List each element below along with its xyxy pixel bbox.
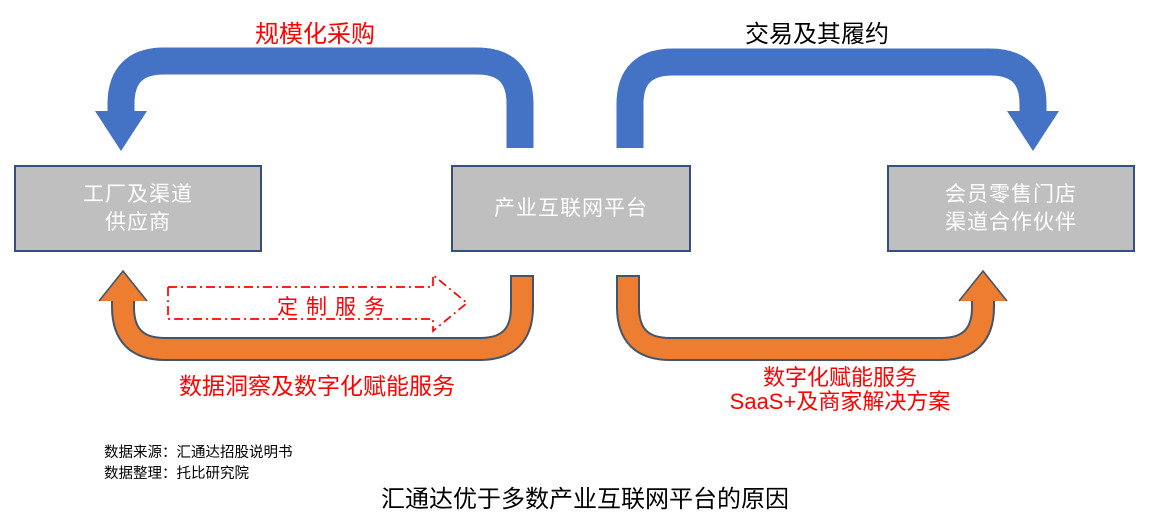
blue-arrow-left-icon	[95, 47, 534, 151]
source-note-line1: 数据来源：汇通达招股说明书	[104, 445, 293, 461]
label-digital-enablement-service: 数字化赋能服务 SaaS+及商家解决方案	[690, 366, 990, 414]
blue-arrow-right-icon	[616, 48, 1059, 151]
label-scaled-procurement: 规模化采购	[255, 21, 375, 48]
box-stores-line1: 会员零售门店	[945, 182, 1077, 206]
dashed-block-arrow-icon	[167, 273, 469, 333]
box-stores: 会员零售门店 渠道合作伙伴	[887, 165, 1135, 252]
page-title: 汇通达优于多数产业互联网平台的原因	[381, 486, 789, 513]
box-stores-line2: 渠道合作伙伴	[945, 210, 1077, 234]
orange-arrow-right-icon	[616, 269, 1008, 361]
label-digital-enablement-line2: SaaS+及商家解决方案	[729, 389, 951, 414]
label-digital-enablement-line1: 数字化赋能服务	[762, 365, 917, 390]
orange-arrow-left-icon	[98, 269, 534, 361]
label-transaction-fulfillment: 交易及其履约	[745, 21, 889, 48]
box-suppliers-line2: 供应商	[105, 210, 171, 234]
source-note-line2: 数据整理：托比研究院	[104, 466, 249, 482]
box-platform-line1: 产业互联网平台	[494, 196, 648, 220]
label-data-insight-service: 数据洞察及数字化赋能服务	[179, 373, 455, 399]
label-custom-service: 定制服务	[277, 296, 393, 319]
source-note: 数据来源：汇通达招股说明书 数据整理：托比研究院	[104, 443, 293, 485]
box-suppliers: 工厂及渠道 供应商	[14, 165, 262, 252]
box-suppliers-line1: 工厂及渠道	[83, 182, 193, 206]
box-platform: 产业互联网平台	[451, 165, 691, 252]
